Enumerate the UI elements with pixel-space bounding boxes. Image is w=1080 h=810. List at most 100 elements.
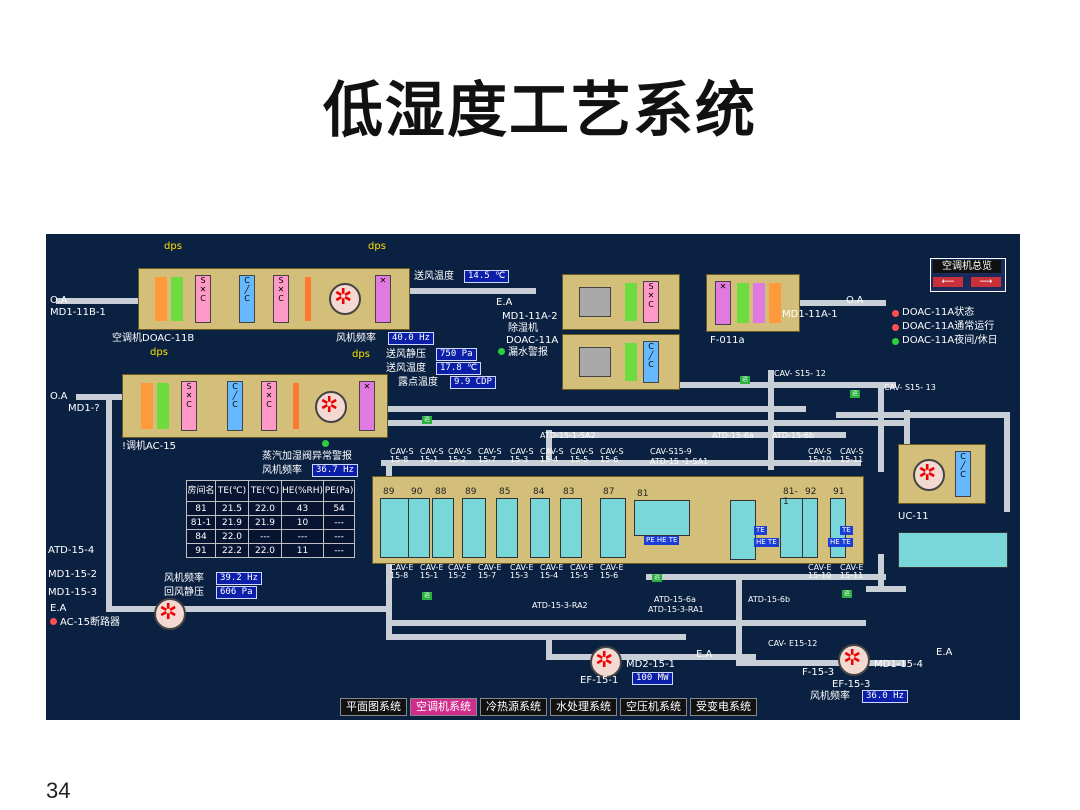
coil-cc: C╱C bbox=[643, 341, 659, 383]
atd-label: ATD-15 -1-SA1 bbox=[650, 457, 709, 466]
pipe bbox=[546, 654, 756, 660]
nav-tab-0[interactable]: 平面图系统 bbox=[340, 698, 407, 716]
prev-arrow-icon[interactable]: ⟵ bbox=[933, 277, 963, 287]
supply-temp-label: 送风温度 bbox=[414, 271, 454, 282]
room-90-1[interactable]: 90 bbox=[408, 487, 430, 558]
cav-supply-label: CAV-S15-10 bbox=[808, 447, 832, 464]
pipe bbox=[76, 394, 156, 400]
nav-tab-1[interactable]: 空调机系统 bbox=[410, 698, 477, 716]
nav-tab-3[interactable]: 水处理系统 bbox=[550, 698, 617, 716]
sensor-tag: TE bbox=[754, 526, 767, 535]
nav-tab-4[interactable]: 空压机系统 bbox=[620, 698, 687, 716]
table-cell: 22.0 bbox=[248, 501, 282, 516]
atd-label: ATD-15-6a bbox=[712, 431, 754, 440]
nav-tab-5[interactable]: 受变电系统 bbox=[690, 698, 757, 716]
room-87-7[interactable]: 87 bbox=[600, 487, 626, 558]
fan-freq3-value: 39.2 Hz bbox=[216, 572, 262, 585]
cav-exhaust-label: CAV-E15-11 bbox=[840, 563, 864, 580]
coil-sc: S✕C bbox=[643, 281, 659, 323]
fan-unit-f-011a[interactable]: ✕ bbox=[706, 274, 800, 332]
steam-alarm-label: 蒸汽加湿阀异常警报 bbox=[262, 451, 352, 462]
table-cell: 54 bbox=[323, 501, 356, 516]
supply-static-value: 750 Pa bbox=[436, 348, 477, 361]
atd-label: ATD-15-6b bbox=[772, 431, 815, 440]
cav-exhaust-label: CAV-E15-3 bbox=[510, 563, 534, 580]
fan-icon bbox=[315, 391, 347, 423]
cav-supply-label: CAV-S15-7 bbox=[478, 447, 502, 464]
next-arrow-icon[interactable]: ⟶ bbox=[971, 277, 1001, 287]
pipe bbox=[666, 382, 896, 388]
cav-exhaust-label: CAV-E15-5 bbox=[570, 563, 594, 580]
table-cell: 81-1 bbox=[186, 515, 216, 530]
fan-name: F-15-3 bbox=[802, 667, 835, 678]
sensor-tag: HE TE bbox=[754, 538, 779, 547]
alarm-indicator bbox=[322, 440, 329, 447]
room-blank-9[interactable] bbox=[730, 500, 756, 560]
room-81-1-10[interactable]: 81-1 bbox=[780, 487, 804, 558]
pipe bbox=[381, 460, 861, 466]
room-number: 84 bbox=[533, 487, 545, 497]
pipe bbox=[106, 606, 386, 612]
coil-sc: S✕C bbox=[195, 275, 211, 323]
cav-supply-label: CAV-S15-5 bbox=[570, 447, 594, 464]
ea-label: E.A bbox=[496, 297, 513, 308]
unit-uc-11[interactable]: C╱C bbox=[898, 444, 986, 504]
filter-section bbox=[171, 277, 183, 321]
wheel-icon bbox=[579, 287, 611, 317]
supply-temp-value: 14.5 ℃ bbox=[464, 270, 510, 283]
status-dot bbox=[892, 310, 899, 317]
fan-freq-label: 风机频率 bbox=[336, 333, 376, 344]
coil-cc: C╱C bbox=[955, 451, 971, 497]
slide-title: 低湿度工艺系统 bbox=[323, 76, 757, 146]
pipe bbox=[878, 382, 884, 472]
nav-tab-2[interactable]: 冷热源系统 bbox=[480, 698, 547, 716]
pipe bbox=[878, 554, 884, 592]
room-81-8[interactable]: 81 bbox=[634, 489, 690, 536]
overview-panel[interactable]: 空调机总览 ⟵ ⟶ bbox=[930, 258, 1006, 292]
filter-section bbox=[737, 283, 749, 323]
room-83-6[interactable]: 83 bbox=[560, 487, 582, 558]
room-85-4[interactable]: 85 bbox=[496, 487, 518, 558]
filter-section bbox=[157, 383, 169, 429]
dehumidifier-doac-11a-upper[interactable]: S✕C bbox=[562, 274, 680, 330]
supply-static-label: 送风静压 bbox=[386, 349, 426, 360]
ahu-ac-15[interactable]: S✕C C╱C S✕C ✕ bbox=[122, 374, 388, 438]
coil-cc: C╱C bbox=[227, 381, 243, 431]
table-header: 房间名 bbox=[186, 480, 216, 502]
room-88-2[interactable]: 88 bbox=[432, 487, 454, 558]
table-cell: 84 bbox=[186, 529, 216, 544]
md-label: MD1-15-4 bbox=[874, 659, 923, 670]
table-cell: 22.0 bbox=[248, 543, 282, 558]
table-cell: --- bbox=[323, 543, 356, 558]
cav-supply-label: CAV-S15-4 bbox=[540, 447, 564, 464]
ahu-doac-11b[interactable]: S✕C C╱C S✕C ✕ bbox=[138, 268, 410, 330]
md-label: MD1-11A-2 bbox=[502, 311, 558, 322]
dps-label: dps bbox=[352, 349, 370, 360]
fan-icon bbox=[838, 644, 870, 676]
filter-section bbox=[753, 283, 765, 323]
room-92-11[interactable]: 92 bbox=[802, 487, 818, 558]
dehumidifier-doac-11a-lower[interactable]: C╱C bbox=[562, 334, 680, 390]
status-tag: 运 bbox=[422, 592, 433, 600]
room-number: 92 bbox=[805, 487, 817, 497]
legend-status: DOAC-11A状态 bbox=[902, 307, 975, 318]
filter-x: ✕ bbox=[715, 281, 731, 325]
atd-label: ATD-15-1-SA2 bbox=[540, 431, 596, 440]
dew-point-label: 露点温度 bbox=[398, 377, 438, 388]
overview-title: 空调机总览 bbox=[933, 260, 1001, 273]
legend-normal: DOAC-11A通常运行 bbox=[902, 321, 995, 332]
fan-freq4-label: 风机频率 bbox=[810, 691, 850, 702]
pipe bbox=[376, 406, 806, 412]
dehumidifier-label: 除湿机 bbox=[508, 323, 538, 334]
status-tag: 运 bbox=[850, 390, 861, 398]
status-tag: 运 bbox=[652, 574, 663, 582]
room-84-5[interactable]: 84 bbox=[530, 487, 550, 558]
fan-freq2-value: 36.7 Hz bbox=[312, 464, 358, 477]
filter-section bbox=[625, 283, 637, 321]
leak-indicator bbox=[498, 348, 505, 355]
dew-point-value: 9.9 CDP bbox=[450, 376, 496, 389]
room-89-3[interactable]: 89 bbox=[462, 487, 486, 558]
